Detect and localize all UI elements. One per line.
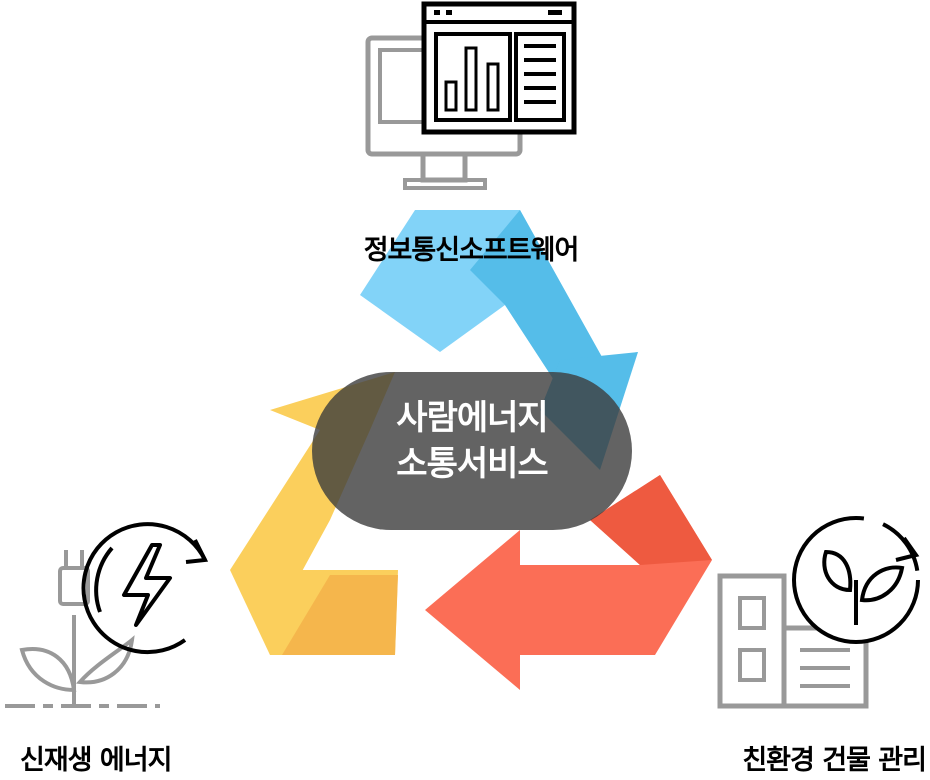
node-label-left: 신재생 에너지 [20, 745, 172, 776]
node-label-top: 정보통신소프트웨어 [363, 235, 580, 266]
node-label-right: 친환경 건물 관리 [742, 745, 927, 776]
center-title-line2: 소통서비스 [396, 444, 548, 484]
center-pill [312, 372, 632, 530]
red-arrow [425, 475, 712, 690]
center-title-line1: 사람에너지 [396, 398, 548, 438]
center-title: 사람에너지 소통서비스 [312, 395, 632, 487]
building-leaf-icon [717, 516, 920, 709]
monitor-bar-chart-icon [365, 1, 577, 190]
plug-lightning-leaf-icon [5, 522, 209, 708]
